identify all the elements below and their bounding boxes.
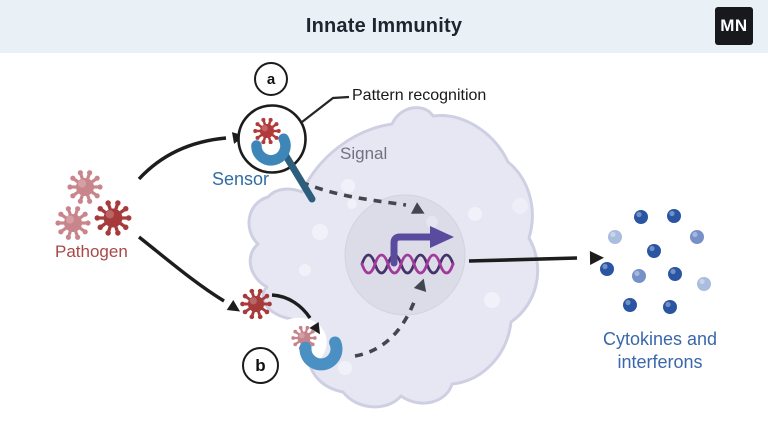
virus-icon: [53, 204, 93, 242]
cytokine-dot: [608, 230, 622, 244]
pathogen-label: Pathogen: [55, 242, 128, 261]
arrow-to-phagocytosis: [137, 235, 225, 303]
signal-arrow-from-sensor: [300, 180, 407, 207]
virus-icon: [65, 168, 105, 206]
cytokine-dot-highlight: [634, 270, 640, 277]
cytokine-dot-highlight: [699, 278, 705, 285]
cytokines-label-line1: Cytokines and: [602, 329, 718, 349]
nucleus-spot: [426, 216, 438, 228]
transcription-arrow-icon: [390, 226, 454, 267]
cytokine-dot-highlight: [602, 263, 608, 270]
cytokine-dot-highlight: [636, 211, 642, 218]
cytokine-dot: [697, 277, 711, 291]
phagocytosis-cup-icon: [299, 336, 343, 371]
signal-label: Signal: [340, 144, 388, 163]
cytokine-dot-highlight: [610, 231, 616, 238]
arrow-to-sensor: [137, 136, 227, 181]
cytokines-label: Cytokines and interferons: [580, 328, 740, 374]
step-a-badge: a: [254, 62, 288, 96]
arrow-into-cup: [271, 293, 320, 335]
figure-header: Innate Immunity MN: [0, 0, 768, 53]
sensor-stem: [282, 152, 316, 203]
cytokine-dot-highlight: [670, 268, 676, 275]
pattern-recognition-connector: [301, 95, 350, 123]
cytokine-dot: [623, 298, 637, 312]
dna-helix-icon: [360, 253, 455, 275]
cytokine-dot: [667, 209, 681, 223]
cytokine-dot: [634, 210, 648, 224]
figure-title: Innate Immunity: [305, 15, 463, 37]
sensor-label: Sensor: [212, 169, 270, 189]
pathogen-cluster: [53, 168, 134, 242]
cytokine-dot-highlight: [665, 301, 671, 308]
signal-arrow-from-phagosome: [354, 296, 418, 358]
cytokine-dot: [663, 300, 677, 314]
cytokine-dot: [668, 267, 682, 281]
mn-logo: MN: [715, 7, 753, 45]
arrow-to-cytokines: [468, 251, 604, 265]
cytokine-dot: [647, 244, 661, 258]
sensor-receptor-icon: [251, 133, 291, 166]
virus-icon: [92, 198, 134, 238]
pathogen-arrows: [137, 132, 245, 312]
sensor-group: [237, 104, 316, 203]
cytokine-dot-highlight: [692, 231, 698, 238]
cytokine-dot-highlight: [625, 299, 631, 306]
pattern-recognition-label: Pattern recognition: [352, 87, 487, 104]
step-b-badge: b: [242, 347, 279, 384]
cell-vesicles: [299, 179, 528, 375]
cytokine-dot: [600, 262, 614, 276]
signal-dashed-arrows: [300, 180, 427, 358]
cytokine-dot: [632, 269, 646, 283]
cytokine-dot-highlight: [669, 210, 675, 217]
cytokines-label-line2: interferons: [617, 352, 703, 372]
cytokine-dot-highlight: [649, 245, 655, 252]
cytokine-dots: [600, 209, 711, 314]
cytokine-dot: [690, 230, 704, 244]
